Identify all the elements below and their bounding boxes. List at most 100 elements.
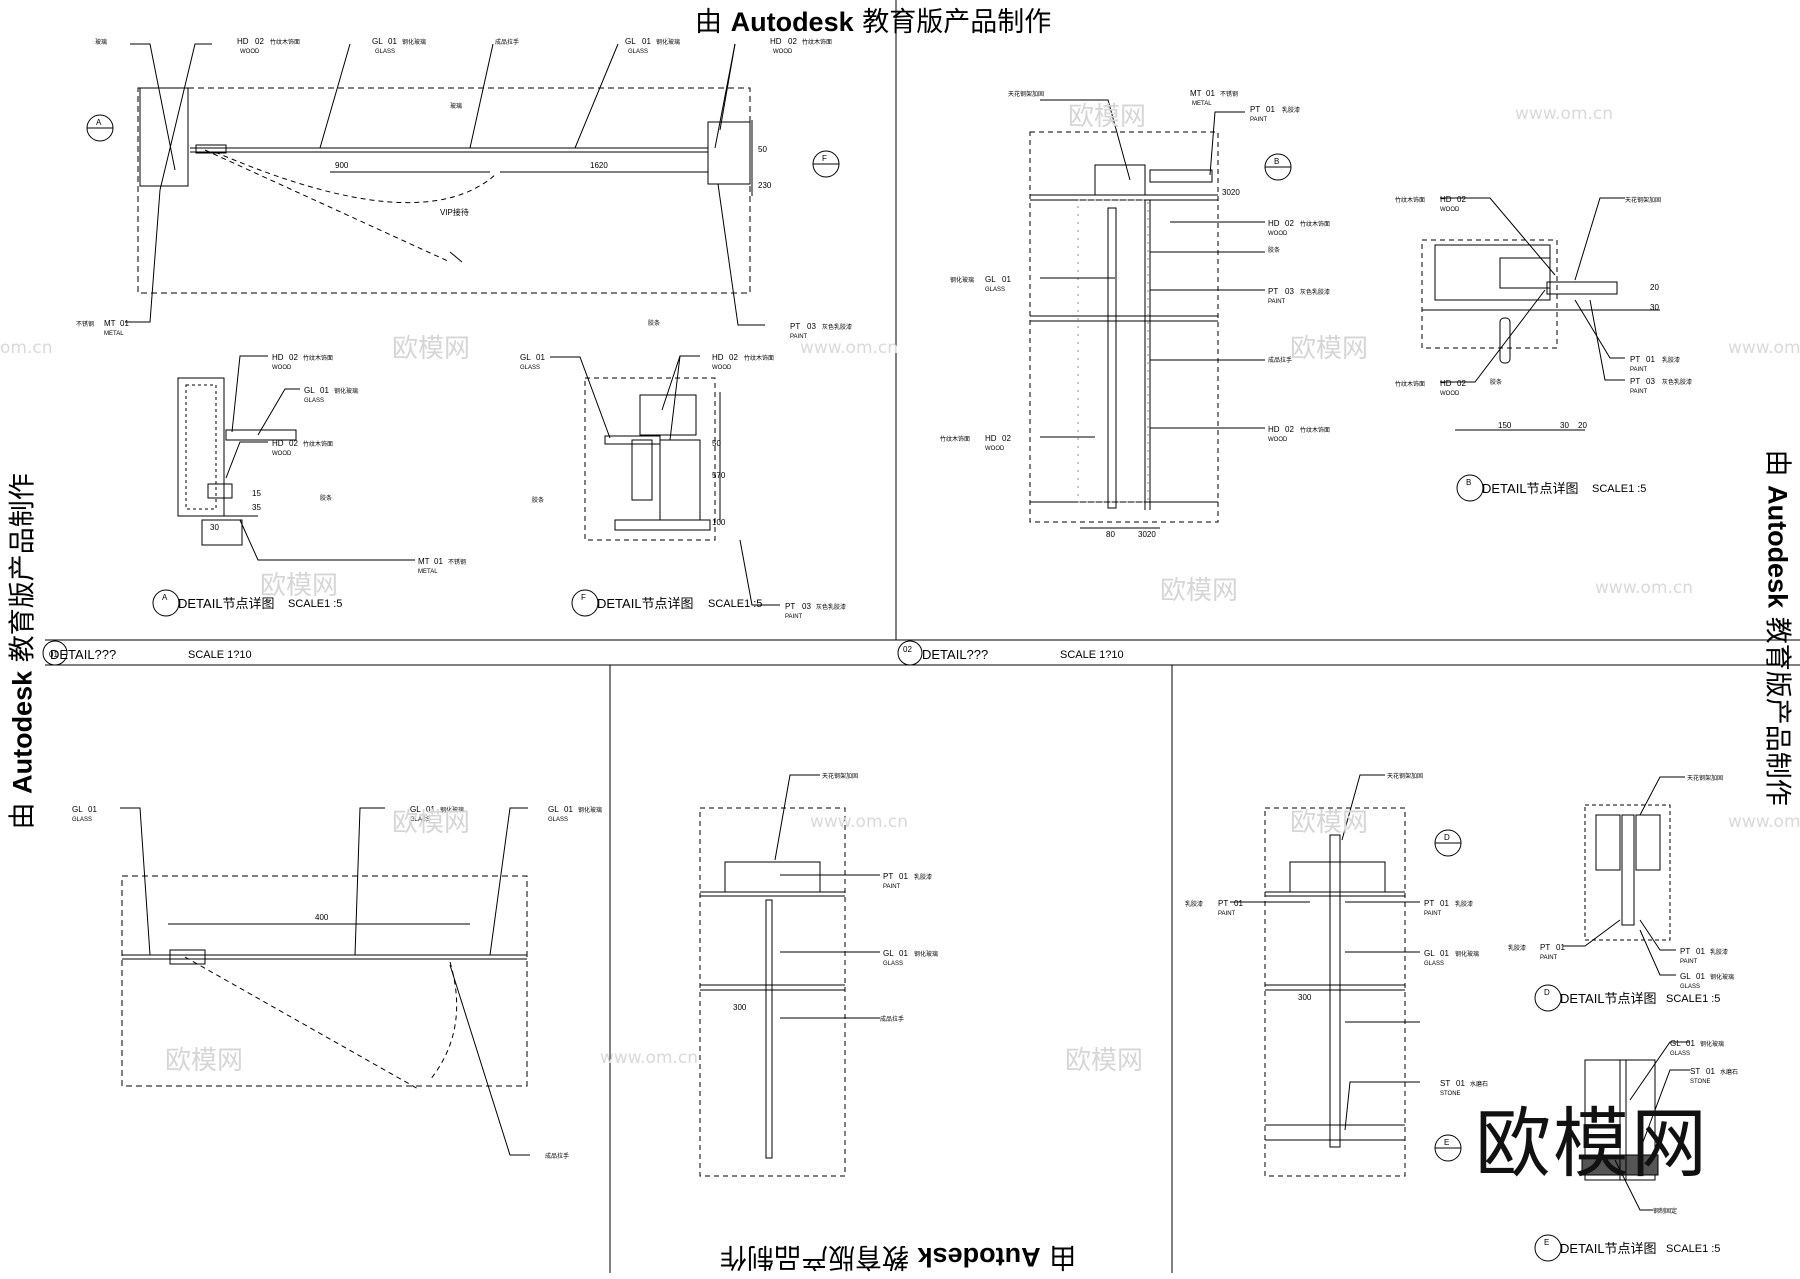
detail-e-marker: E: [1544, 1238, 1549, 1247]
tag-code: PT: [790, 322, 800, 331]
tag-sub: METAL: [418, 569, 438, 575]
tag-desc: 竹纹木饰面: [744, 354, 774, 362]
tag-desc: 钢化玻璃: [334, 387, 358, 395]
tag-desc: 水磨石: [1470, 1080, 1488, 1088]
note-ceiling: 天花钢架加固: [1008, 90, 1044, 98]
tag-desc: 竹纹木饰面: [1395, 380, 1425, 388]
site-watermark: 欧模网: [392, 808, 471, 838]
tag-code: PT: [1680, 947, 1690, 956]
tag-code: PT: [1268, 287, 1278, 296]
tag-sub: WOOD: [272, 365, 292, 371]
detail-d-marker: D: [1544, 988, 1550, 997]
tag-sub: WOOD: [773, 49, 793, 55]
site-watermark-url: www.om.cn: [1515, 104, 1614, 124]
tag-num: 01: [1696, 947, 1705, 956]
tag-desc: 乳胶漆: [1662, 356, 1680, 364]
detail-e-label: DETAIL节点详图: [1560, 1241, 1657, 1256]
tag-sub: GLASS: [410, 817, 430, 823]
dim-80: 80: [1106, 530, 1115, 539]
tag-code: GL: [548, 805, 559, 814]
dim-20: 20: [1650, 283, 1659, 292]
tag-num: 02: [1285, 425, 1294, 434]
site-watermark-url: om.cn: [0, 338, 53, 358]
tag-sub: PAINT: [883, 884, 901, 890]
detail-b-scale: SCALE1 :5: [1592, 483, 1646, 495]
tag-sub: GLASS: [1680, 984, 1700, 990]
tag-num: 02: [1457, 195, 1466, 204]
tag-sub: PAINT: [1250, 117, 1268, 123]
tag-code: PT: [785, 602, 795, 611]
note-vip: VIP接待: [440, 207, 469, 217]
tag-desc: 不锈钢: [76, 320, 94, 328]
tag-code: PT: [1424, 899, 1434, 908]
tag-sub: WOOD: [1268, 437, 1288, 443]
dim-230: 230: [758, 181, 772, 190]
tag-code: PT: [1630, 377, 1640, 386]
site-watermark-url: www.om.cn: [800, 338, 899, 358]
dim-100: 100: [712, 518, 726, 527]
tag-num: 01: [120, 319, 129, 328]
tag-sub: PAINT: [1540, 955, 1558, 961]
tag-sub: GLASS: [548, 817, 568, 823]
tag-sub: PAINT: [1680, 959, 1698, 965]
tag-sub: GLASS: [1424, 961, 1444, 967]
detail-title-e: E DETAIL节点详图 SCALE1 :5: [1534, 1234, 1720, 1262]
tag-code: MT: [1190, 89, 1202, 98]
tag-code: GL: [520, 353, 531, 362]
section-detail-b: [1029, 99, 1292, 529]
tag-sub: PAINT: [1268, 299, 1286, 305]
site-watermark-url: www.om.cn: [1728, 812, 1800, 832]
tag-code: ST: [1440, 1079, 1450, 1088]
tag-num: 02: [289, 353, 298, 362]
tag-num: 02: [1285, 219, 1294, 228]
tag-code: PT: [1630, 355, 1640, 364]
tag-desc: 灰色乳胶漆: [1662, 378, 1692, 386]
plan-marker-f: F: [822, 154, 827, 163]
note-sealant: 胶条: [320, 494, 332, 502]
tag-sub: STONE: [1690, 1079, 1711, 1085]
tag-code: HD: [272, 353, 284, 362]
section-02-scale: SCALE 1?10: [1060, 649, 1124, 661]
tag-num: 01: [1686, 1039, 1695, 1048]
tag-num: 01: [1206, 89, 1215, 98]
detail-b-label: DETAIL节点详图: [1482, 481, 1579, 496]
detail-title-f: F DETAIL节点详图 SCALE1 :5: [571, 589, 762, 617]
site-watermark-url: www.om.cn: [1728, 338, 1800, 358]
tag-code: GL: [72, 805, 83, 814]
dim-30: 30: [210, 523, 219, 532]
tag-desc: 钢化玻璃: [950, 276, 974, 284]
tag-num: 02: [788, 37, 797, 46]
tag-num: 01: [1234, 899, 1243, 908]
tag-code: ST: [1690, 1067, 1700, 1076]
section-detail-right: [1230, 774, 1462, 1177]
material-tags: HD 02 竹纹木饰面 WOOD GL 01 钢化玻璃 GLASS GL 01 …: [72, 37, 1738, 1097]
tag-num: 01: [1456, 1079, 1465, 1088]
tag-num: 01: [1706, 1067, 1715, 1076]
tag-sub: GLASS: [375, 49, 395, 55]
tag-desc: 灰色乳胶漆: [816, 603, 846, 611]
tag-desc: 乳胶漆: [914, 873, 932, 881]
plan-detail-glass-door: [120, 807, 530, 1156]
tag-code: GL: [410, 805, 421, 814]
dimension-labels: 900 1620 50 230 30 15 35 50 570 100 3020…: [210, 145, 1659, 1012]
tag-desc: 竹纹木饰面: [270, 38, 300, 46]
detail-d-e: [1563, 776, 1690, 1211]
tag-num: 01: [899, 949, 908, 958]
tag-num: 01: [426, 805, 435, 814]
tag-sub: GLASS: [883, 961, 903, 967]
tag-num: 01: [1646, 355, 1655, 364]
tag-num: 02: [1457, 379, 1466, 388]
dim-30: 30: [1560, 421, 1569, 430]
tag-code: GL: [625, 37, 636, 46]
section-title-02: 02 DETAIL??? SCALE 1?10: [897, 640, 1124, 666]
tag-code: HD: [712, 353, 724, 362]
tag-desc: 钢化玻璃: [656, 38, 680, 46]
tag-num: 01: [434, 557, 443, 566]
tag-desc: 竹纹木饰面: [1300, 426, 1330, 434]
tag-desc: 竹纹木饰面: [1395, 196, 1425, 204]
tag-sub: WOOD: [712, 365, 732, 371]
tag-code: GL: [985, 275, 996, 284]
tag-sub: STONE: [1440, 1091, 1461, 1097]
note-sealant: 胶条: [1268, 246, 1280, 254]
note-hinge: 成品拉手: [495, 38, 519, 46]
